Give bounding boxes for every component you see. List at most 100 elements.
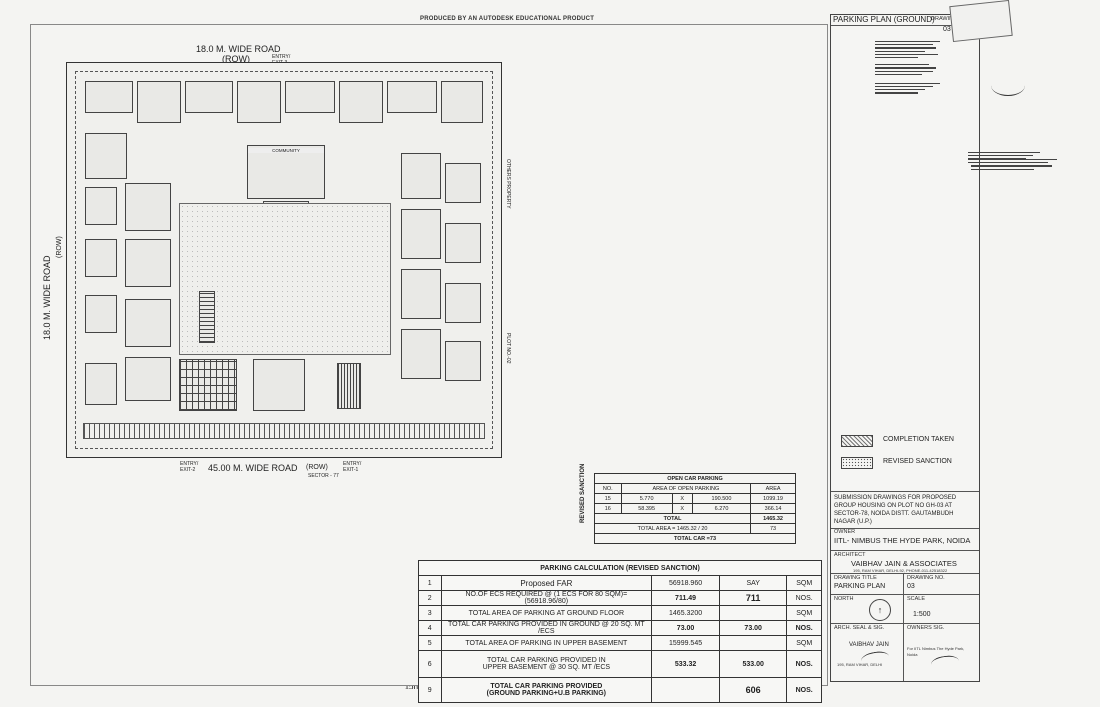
- pc-cell: SAY: [718, 575, 788, 591]
- tb-owner: IITL- NIMBUS THE HYDE PARK, NOIDA: [834, 536, 971, 545]
- ocp-title: OPEN CAR PARKING: [594, 473, 796, 484]
- pc-cell: TOTAL CAR PARKING PROVIDED IN GROUND @ 2…: [440, 620, 653, 636]
- tb-architect-label: ARCHITECT: [834, 552, 866, 558]
- pc-title: PARKING CALCULATION (REVISED SANCTION): [418, 560, 822, 576]
- tower-block: [137, 81, 181, 123]
- site-plan: COMMUNITY WATER BODY OTHERS PR: [66, 62, 511, 458]
- tb-architect-address: 195, RAM VIHAR, DELHI-92, PHONE-011-4251…: [853, 568, 948, 573]
- pc-cell: 3: [418, 605, 442, 621]
- tb-submission: SUBMISSION DRAWINGS FOR PROPOSED GROUP H…: [834, 495, 957, 525]
- pc-cell: SQM: [786, 605, 822, 621]
- tower-block: [125, 183, 171, 231]
- pc-cell: 9: [418, 677, 442, 703]
- tower-block: [401, 153, 441, 199]
- ocp-cell: 366.14: [750, 503, 796, 514]
- parking-calculation-table: PARKING CALCULATION (REVISED SANCTION) 1…: [418, 560, 822, 703]
- road-top-row: (ROW): [222, 54, 250, 64]
- tower-block: [401, 329, 441, 379]
- tb-divider: [903, 624, 904, 681]
- parking-strip: [199, 291, 215, 343]
- sector-label: SECTOR - 77: [308, 473, 339, 479]
- ocp-total-label: TOTAL: [593, 513, 752, 524]
- pc-cell: 4: [418, 620, 442, 636]
- pc-cell: 15999.545: [651, 635, 720, 651]
- ocp-total-area-value: 73: [750, 523, 796, 534]
- pc-cell: Proposed FAR: [440, 575, 653, 591]
- tb-drawing-no2: 03: [907, 583, 915, 590]
- title-block: PARKING PLAN (GROUND) DRAWING NO. 03 COM…: [830, 0, 1057, 682]
- tb-owner-cell: OWNER IITL- NIMBUS THE HYDE PARK, NOIDA: [831, 528, 979, 551]
- entry-bottom-right: ENTRY/ EXIT-1: [343, 461, 362, 473]
- ocp-cell: X: [671, 493, 693, 504]
- tower-block: [85, 363, 117, 405]
- parking-grid: [179, 359, 237, 411]
- legend-revised-swatch: [841, 457, 873, 469]
- tower-block: [441, 81, 483, 123]
- ocp-cell: 16: [594, 503, 622, 514]
- pc-cell: 2: [418, 590, 442, 606]
- tb-drawing-title-label: DRAWING TITLE: [834, 575, 877, 581]
- tower-block: [445, 341, 481, 381]
- tower-block: [339, 81, 383, 123]
- pc-cell: NO.OF ECS REQUIRED @ (1 ECS FOR 80 SQM)=…: [440, 590, 653, 606]
- pc-desc-line: (GROUND PARKING+U.B PARKING): [486, 690, 606, 697]
- margin-notes: [968, 150, 1040, 165]
- plot-label: PLOT NO.-02: [505, 333, 511, 364]
- pc-cell: 56918.960: [651, 575, 720, 591]
- pc-cell: NOS.: [786, 590, 822, 606]
- tb-divider: [903, 574, 904, 594]
- pc-cell: 533.00: [718, 650, 788, 678]
- road-left-label: 18.0 M. WIDE ROAD: [42, 255, 52, 340]
- legend-completion-swatch: [841, 435, 873, 447]
- tb-stamp-name: VAIBHAV JAIN: [849, 642, 889, 648]
- pc-cell: NOS.: [786, 650, 822, 678]
- ocp-total-car: TOTAL CAR =73: [594, 533, 796, 544]
- tb-divider: [903, 595, 904, 623]
- revised-sanction-side-label: REVISED SANCTION: [580, 463, 586, 523]
- north-arrow-icon: ↑: [869, 599, 891, 621]
- pc-cell: 73.00: [651, 620, 720, 636]
- open-car-parking-table: REVISED SANCTION OPEN CAR PARKING NO. AR…: [580, 464, 796, 544]
- ocp-cell: 6.270: [691, 503, 752, 514]
- community-label: COMMUNITY: [248, 148, 324, 153]
- central-court: [179, 203, 391, 355]
- ocp-total-area: TOTAL AREA = 1465.32 / 20: [593, 523, 752, 534]
- table-row: 6 TOTAL CAR PARKING PROVIDED IN UPPER BA…: [418, 650, 822, 678]
- tb-drawing-title-cell: DRAWING TITLE PARKING PLAN DRAWING NO. 0…: [831, 574, 979, 595]
- bottom-parking-row: [83, 423, 485, 439]
- table-row: 1 Proposed FAR 56918.960 SAY SQM: [418, 575, 822, 591]
- pc-cell: 6: [418, 650, 442, 678]
- pc-cell: [718, 635, 788, 651]
- tb-stamp-right: For IITL Nimbus The Hyde Park, Noida: [907, 646, 965, 657]
- ocp-cell: 58.395: [620, 503, 673, 514]
- tower-block: [125, 357, 171, 401]
- pc-cell: TOTAL CAR PARKING PROVIDED IN UPPER BASE…: [440, 650, 653, 678]
- pc-cell: 1: [418, 575, 442, 591]
- tower-block: [387, 81, 437, 113]
- table-row: 9 TOTAL CAR PARKING PROVIDED (GROUND PAR…: [418, 677, 822, 703]
- tb-drawing-no: 03: [943, 26, 951, 33]
- tb-drawing-no2-label: DRAWING NO.: [907, 575, 945, 581]
- tower-block: [85, 239, 117, 277]
- road-bottom-label: 45.00 M. WIDE ROAD: [208, 463, 298, 473]
- ocp-cell: 15: [594, 493, 622, 504]
- pc-cell: 5: [418, 635, 442, 651]
- table-row: 2 NO.OF ECS REQUIRED @ (1 ECS FOR 80 SQM…: [418, 590, 822, 606]
- tb-architect: VAIBHAV JAIN & ASSOCIATES: [851, 559, 957, 568]
- tower-block: [237, 81, 281, 123]
- ocp-header-area: AREA: [750, 483, 796, 494]
- pc-cell: [718, 605, 788, 621]
- tb-notes: [875, 39, 947, 96]
- pc-cell: 711: [718, 590, 788, 606]
- tower-block: [125, 299, 171, 347]
- table-row: 15 5.770 X 190.500 1099.19: [594, 493, 796, 504]
- tb-stamp-address: 195, RAM VIHAR, DELHI: [837, 662, 883, 667]
- pc-cell: 606: [718, 677, 788, 703]
- pc-cell: 533.32: [651, 650, 720, 678]
- ocp-cell: X: [671, 503, 693, 514]
- tb-north-scale-cell: NORTH ↑ SCALE 1:500: [831, 595, 979, 624]
- tb-notes-right: [971, 157, 1061, 172]
- tower-block: [285, 81, 335, 113]
- pc-cell: NOS.: [786, 677, 822, 703]
